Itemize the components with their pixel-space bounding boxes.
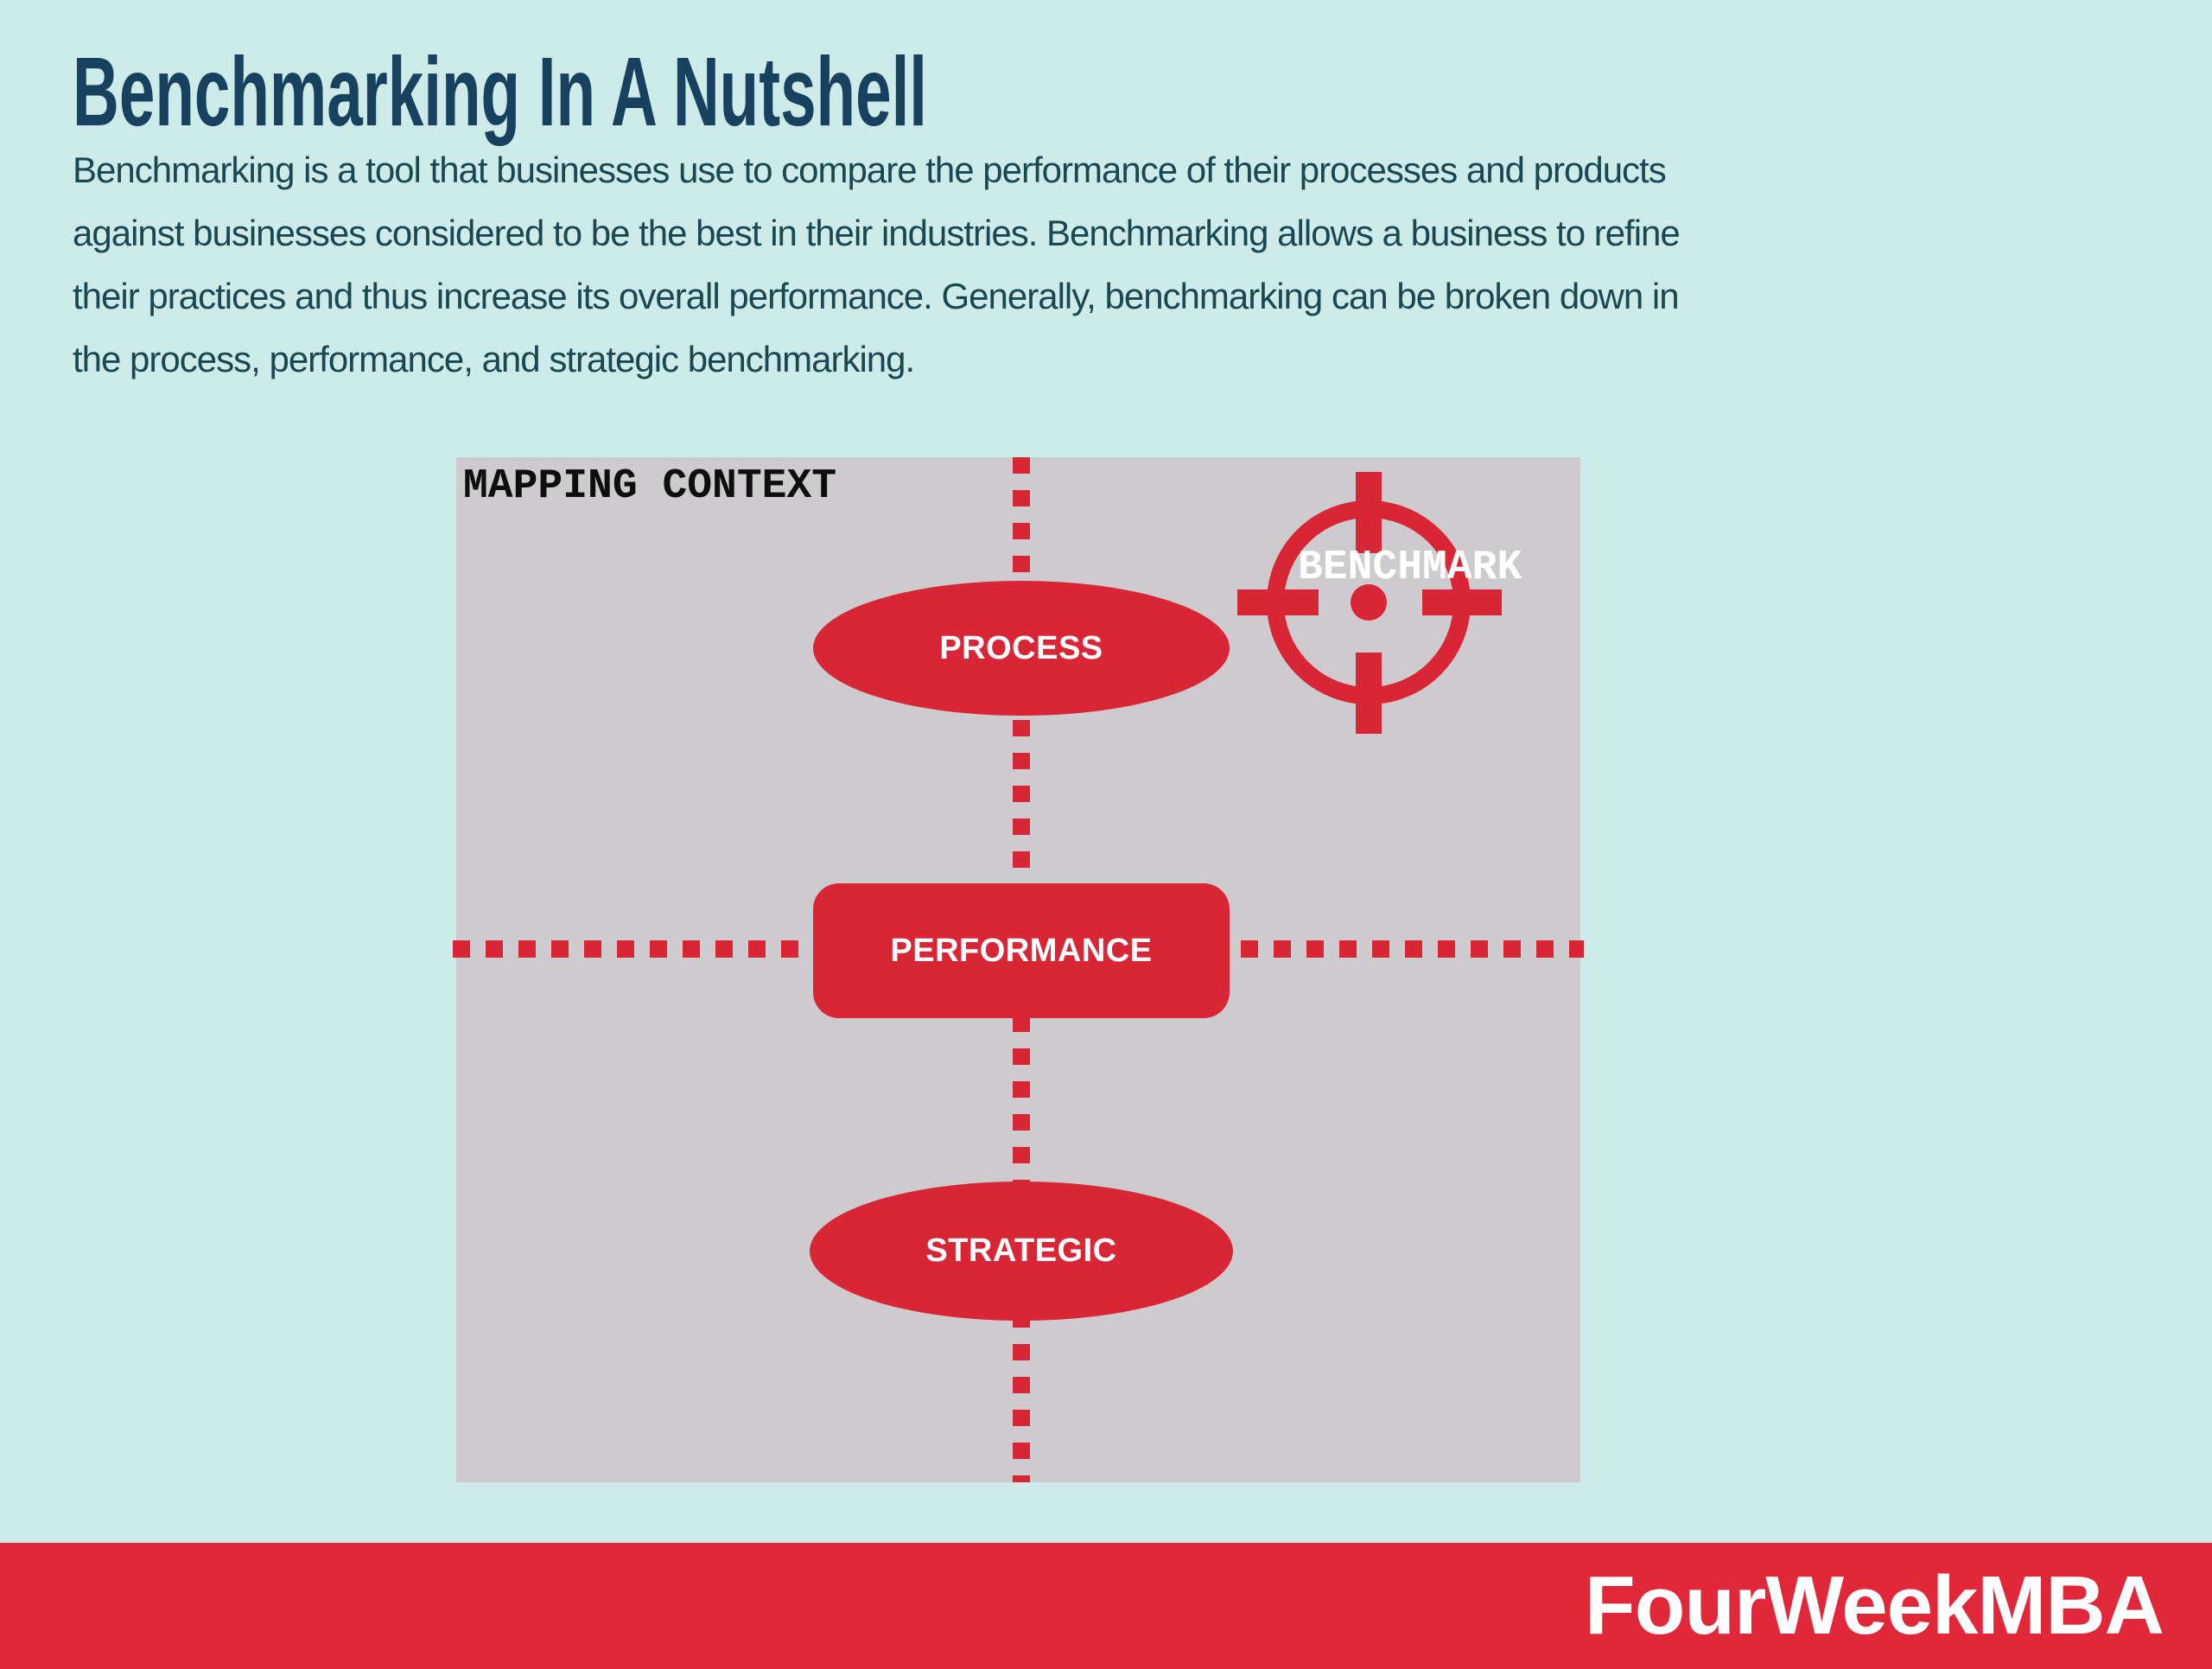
description-line: against businesses considered to be the … bbox=[73, 213, 1681, 253]
footer-bar: FourWeekMBA bbox=[0, 1543, 2212, 1669]
page-description: Benchmarking is a tool that businesses u… bbox=[73, 138, 1681, 391]
node-process: PROCESS bbox=[813, 581, 1230, 716]
mapping-context-panel: MAPPING CONTEXT PROCESS PERFORMANCE STRA… bbox=[453, 457, 1584, 1482]
description-line: Benchmarking is a tool that businesses u… bbox=[73, 150, 1667, 190]
node-performance: PERFORMANCE bbox=[813, 883, 1230, 1018]
target-crosshair-arm-top bbox=[1356, 472, 1382, 553]
node-performance-label: PERFORMANCE bbox=[890, 932, 1153, 969]
description-line: their practices and thus increase its ov… bbox=[73, 276, 1680, 316]
target-crosshair-arm-left bbox=[1237, 589, 1319, 615]
node-strategic: STRATEGIC bbox=[810, 1182, 1233, 1321]
panel-heading: MAPPING CONTEXT bbox=[463, 463, 837, 510]
target-crosshair-arm-bottom bbox=[1356, 653, 1382, 734]
node-process-label: PROCESS bbox=[939, 629, 1103, 666]
target-crosshair-arm-right bbox=[1422, 589, 1502, 615]
benchmark-label: BENCHMARK bbox=[1298, 545, 1522, 591]
target-center-dot bbox=[1351, 584, 1387, 621]
brand-logo-text: FourWeekMBA bbox=[1585, 1559, 2164, 1652]
node-strategic-label: STRATEGIC bbox=[925, 1233, 1117, 1269]
description-line: the process, performance, and strategic … bbox=[73, 339, 915, 379]
page-title: Benchmarking In A Nutshell bbox=[73, 37, 928, 146]
